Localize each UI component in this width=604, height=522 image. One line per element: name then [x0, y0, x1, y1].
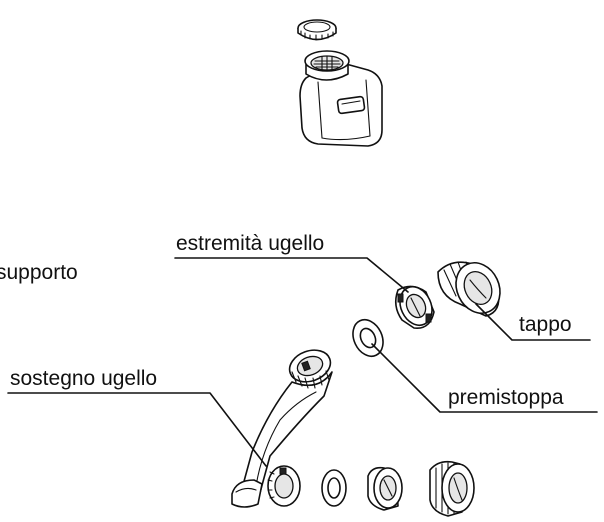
callout-lines [7, 257, 598, 467]
bottom-parts-row [267, 460, 475, 517]
bottom-nozzle-tip [367, 466, 403, 511]
bottom-cap-nut [429, 460, 475, 517]
canister-body [299, 62, 383, 147]
callout-sostegno-ugello [7, 392, 267, 467]
bottom-washer [321, 469, 347, 507]
canister-filter [304, 50, 350, 81]
nozzle-tip [394, 285, 435, 329]
label-tappo: tappo [519, 313, 572, 336]
canister-cap [297, 19, 337, 41]
callout-tappo [475, 303, 591, 341]
label-supporto: supporto [0, 261, 78, 284]
callout-estremita-ugello [174, 257, 409, 293]
bottom-holder-collar [267, 465, 301, 507]
label-sostegno-ugello: sostegno ugello [10, 367, 157, 390]
nozzle-holder [231, 349, 333, 508]
canister-illustration [297, 19, 383, 147]
cap-nut [437, 261, 501, 317]
callout-premistoppa [371, 343, 598, 413]
label-estremita-ugello: estremità ugello [176, 232, 324, 255]
label-premistoppa: premistoppa [448, 386, 564, 409]
